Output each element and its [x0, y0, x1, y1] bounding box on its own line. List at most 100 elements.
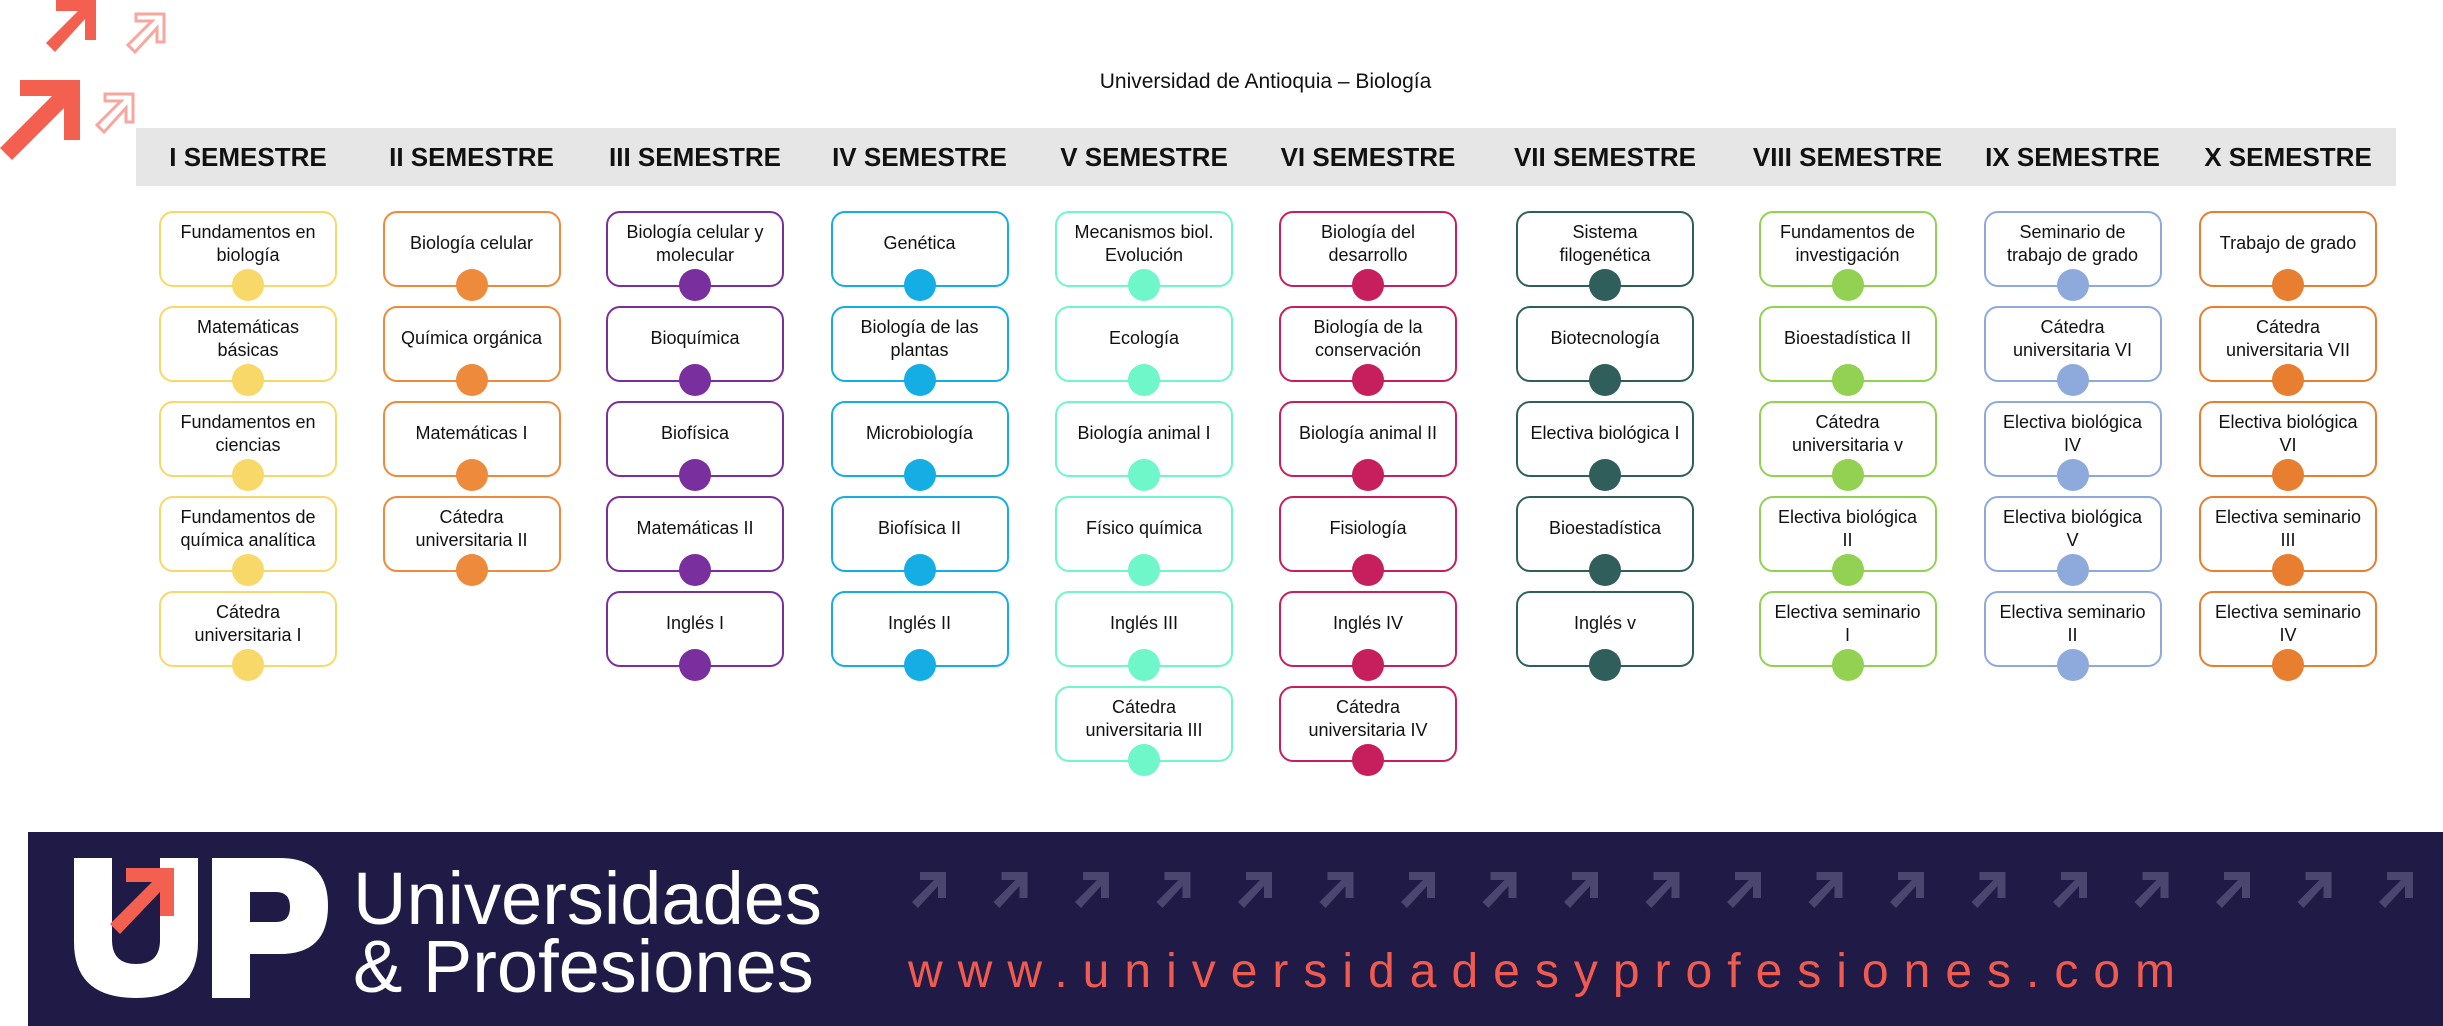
brand-name-line1: Universidades	[353, 857, 822, 940]
course-box[interactable]: Trabajo de grado	[2199, 211, 2377, 301]
course-box[interactable]: Ecología	[1055, 306, 1233, 396]
course-dot-icon	[903, 269, 936, 301]
course-box[interactable]: Biología de las plantas	[830, 306, 1009, 396]
course-box[interactable]: Electiva biológica I	[1516, 401, 1694, 491]
coral-arrow-icon	[110, 868, 174, 934]
course-box[interactable]: Biología del desarrollo	[1279, 211, 1457, 301]
course-box[interactable]: Inglés III	[1055, 591, 1233, 681]
website-url[interactable]: www.universidadesyprofesiones.com	[908, 945, 2191, 998]
course-dot-icon	[1128, 364, 1160, 396]
course-box[interactable]: Genética	[830, 211, 1009, 301]
course-dot-icon	[1128, 744, 1160, 776]
course-name: Inglés I	[665, 613, 725, 634]
course-name: Inglés II	[887, 613, 952, 634]
course-name: Electiva biológica I	[1530, 423, 1680, 444]
course-dot-icon	[1589, 364, 1621, 396]
semester-header: VI SEMESTRE	[1280, 141, 1456, 172]
course-box[interactable]: Biofísica II	[830, 496, 1009, 586]
course-box[interactable]: Biología celular	[382, 211, 561, 301]
course-box[interactable]: Seminario de trabajo de grado	[1983, 211, 2162, 301]
course-box[interactable]: Biofísica	[606, 401, 784, 491]
course-dot-icon	[232, 269, 264, 301]
course-box[interactable]: Electiva biológica VI	[2199, 401, 2377, 491]
arrow-icon	[1971, 872, 2006, 908]
course-box[interactable]: Electiva seminario I	[1758, 591, 1937, 681]
course-box[interactable]: Biotecnología	[1516, 306, 1694, 396]
course-dot-icon	[1589, 554, 1621, 586]
course-box[interactable]: Electiva biológica II	[1758, 496, 1937, 586]
course-box[interactable]: Cátedra universitaria v	[1758, 401, 1937, 491]
course-box[interactable]: Mecanismos biol. Evolución	[1055, 211, 1233, 301]
course-box[interactable]: Físico química	[1055, 496, 1233, 586]
course-box[interactable]: Electiva biológica V	[1983, 496, 2162, 586]
course-name: Biofísica II	[877, 518, 962, 539]
course-box[interactable]: Electiva seminario II	[1983, 591, 2162, 681]
course-name: Electiva seminario II	[1999, 601, 2146, 645]
arrow-icon	[2134, 872, 2169, 908]
course-box[interactable]: Microbiología	[830, 401, 1009, 491]
course-box[interactable]: Cátedra universitaria VII	[2199, 306, 2377, 396]
course-box[interactable]: Sistema filogenética	[1516, 211, 1694, 301]
course-box[interactable]: Fundamentos de investigación	[1758, 211, 1937, 301]
course-box[interactable]: Cátedra universitaria II	[382, 496, 561, 586]
course-box[interactable]: Inglés II	[830, 591, 1009, 681]
course-box[interactable]: Bioestadística	[1516, 496, 1694, 586]
course-name: Mecanismos biol. Evolución	[1074, 221, 1214, 265]
course-box[interactable]: Inglés I	[606, 591, 784, 681]
course-box[interactable]: Inglés v	[1516, 591, 1694, 681]
course-dot-icon	[1352, 269, 1384, 301]
semester-header: VII SEMESTRE	[1513, 141, 1697, 172]
course-box[interactable]: Fundamentos en ciencias	[159, 401, 337, 491]
brand-name-line2: & Profesiones	[353, 925, 814, 1008]
arrow-icon	[2216, 872, 2250, 908]
course-box[interactable]: Electiva biológica IV	[1983, 401, 2162, 491]
course-box[interactable]: Cátedra universitaria III	[1055, 686, 1233, 776]
course-dot-icon	[232, 649, 264, 681]
semester-header: I SEMESTRE	[169, 141, 327, 172]
course-box[interactable]: Cátedra universitaria IV	[1279, 686, 1457, 776]
course-box[interactable]: Fisiología	[1279, 496, 1457, 586]
coral-arrow-icon	[46, 0, 96, 52]
course-box[interactable]: Cátedra universitaria VI	[1983, 306, 2162, 396]
course-dot-icon	[1831, 364, 1864, 396]
course-box[interactable]: Bioquímica	[606, 306, 784, 396]
course-dot-icon	[232, 459, 264, 491]
course-box[interactable]: Electiva seminario IV	[2199, 591, 2377, 681]
course-box[interactable]: Biología celular y molecular	[606, 211, 784, 301]
course-box[interactable]: Biología animal I	[1055, 401, 1233, 491]
arrow-icon	[2379, 872, 2413, 908]
course-name: Matemáticas I	[415, 423, 528, 444]
course-dot-icon	[1589, 459, 1621, 491]
course-dot-icon	[2272, 364, 2304, 396]
course-box[interactable]: Fundamentos de química analítica	[159, 496, 337, 586]
course-box[interactable]: Biología animal II	[1279, 401, 1457, 491]
outline-arrow-icon	[125, 12, 166, 55]
course-box[interactable]: Biología de la conservación	[1279, 306, 1457, 396]
course-name: Inglés v	[1573, 613, 1637, 634]
course-name: Biotecnología	[1550, 328, 1660, 349]
course-dot-icon	[2272, 459, 2304, 491]
course-box[interactable]: Fundamentos en biología	[159, 211, 337, 301]
course-name: Físico química	[1085, 518, 1203, 539]
course-box[interactable]: Bioestadística II	[1758, 306, 1937, 396]
course-name: Inglés IV	[1332, 613, 1404, 634]
course-box[interactable]: Matemáticas II	[606, 496, 784, 586]
course-name: Biología de la conservación	[1313, 316, 1423, 360]
course-name: Electiva biológica V	[2002, 506, 2143, 550]
course-box[interactable]: Electiva seminario III	[2199, 496, 2377, 586]
course-box[interactable]: Química orgánica	[382, 306, 561, 396]
course-dot-icon	[903, 649, 936, 681]
course-box[interactable]: Matemáticas básicas	[159, 306, 337, 396]
course-box[interactable]: Inglés IV	[1279, 591, 1457, 681]
course-box[interactable]: Cátedra universitaria I	[159, 591, 337, 681]
course-name: Cátedra universitaria I	[194, 601, 302, 645]
course-name: Electiva biológica II	[1777, 506, 1918, 550]
course-box[interactable]: Matemáticas I	[382, 401, 561, 491]
course-dot-icon	[2272, 554, 2304, 586]
course-dot-icon	[1589, 649, 1621, 681]
course-dot-icon	[455, 554, 488, 586]
